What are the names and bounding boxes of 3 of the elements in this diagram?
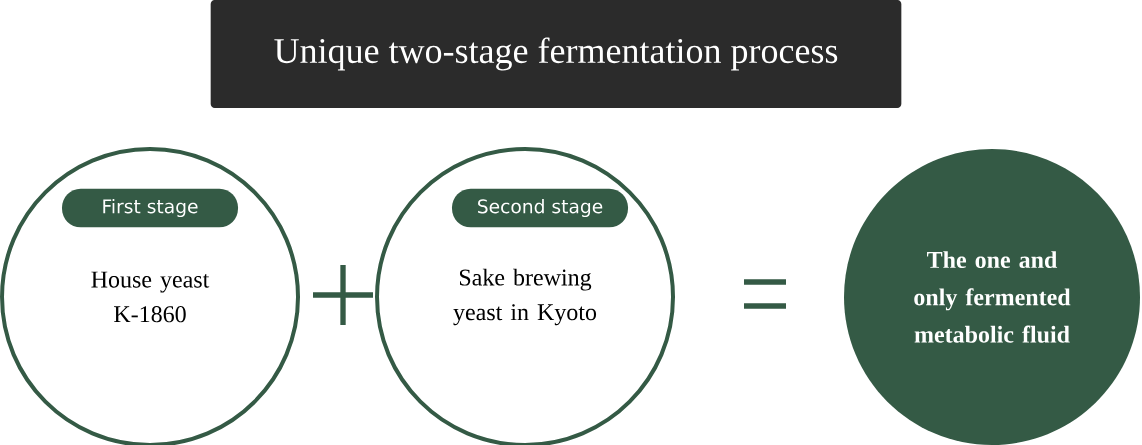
stage-badge: First stage (62, 188, 238, 228)
title-banner: Unique two-stage fermentation process (210, 0, 902, 108)
stage-badge: Second stage (452, 188, 628, 228)
